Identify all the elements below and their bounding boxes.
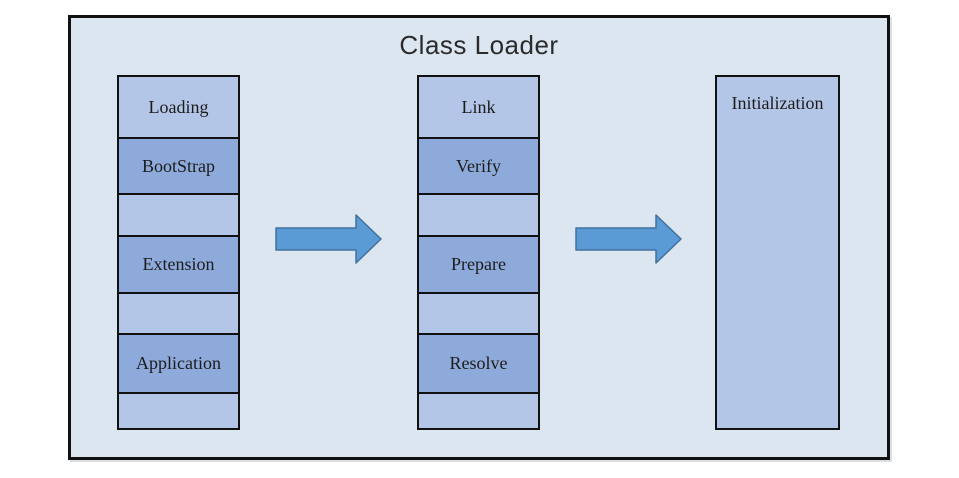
cell-empty <box>419 195 538 237</box>
cell-prepare: Prepare <box>419 237 538 294</box>
cell-bootstrap: BootStrap <box>119 139 238 195</box>
cell-empty <box>119 195 238 237</box>
diagram-frame: Class Loader Loading BootStrap Extension… <box>68 15 890 460</box>
diagram-title: Class Loader <box>399 30 559 60</box>
column-link: Link Verify Prepare Resolve <box>417 75 540 430</box>
cell-initialization-label: Initialization <box>731 93 824 113</box>
cell-link-label: Link <box>461 96 496 117</box>
cell-application: Application <box>119 335 238 394</box>
cell-verify-label: Verify <box>456 155 501 176</box>
cell-empty <box>119 294 238 335</box>
column-loading: Loading BootStrap Extension Application <box>117 75 240 430</box>
cell-loading-label: Loading <box>148 96 209 117</box>
cell-initialization: Initialization <box>717 77 838 428</box>
cell-verify: Verify <box>419 139 538 195</box>
cell-link: Link <box>419 77 538 139</box>
cell-empty <box>119 394 238 428</box>
cell-application-label: Application <box>136 353 221 373</box>
cell-empty <box>419 394 538 428</box>
cell-loading: Loading <box>119 77 238 139</box>
arrow-right-icon <box>275 214 382 264</box>
cell-prepare-label: Prepare <box>451 254 506 274</box>
cell-empty <box>419 294 538 335</box>
cell-bootstrap-label: BootStrap <box>141 155 215 176</box>
column-initialization: Initialization <box>715 75 840 430</box>
cell-resolve-label: Resolve <box>449 353 508 373</box>
cell-resolve: Resolve <box>419 335 538 394</box>
arrow-right-icon <box>575 214 682 264</box>
cell-extension-label: Extension <box>142 254 215 274</box>
cell-extension: Extension <box>119 237 238 294</box>
